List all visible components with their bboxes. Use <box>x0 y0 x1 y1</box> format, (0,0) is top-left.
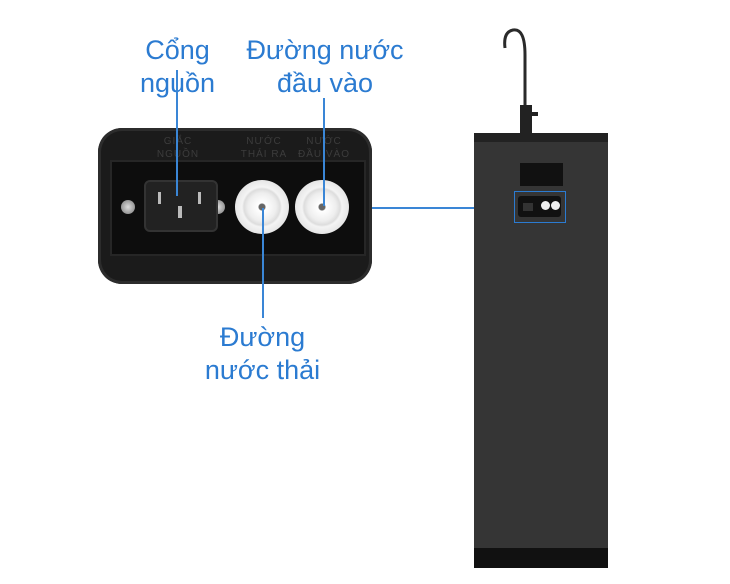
screw-icon <box>121 200 135 214</box>
label-line: Cổng <box>145 35 210 65</box>
highlight-box <box>514 191 566 223</box>
spec-label <box>520 163 563 186</box>
pointer-line-cabinet <box>372 207 513 209</box>
faucet-icon <box>503 28 538 133</box>
pointer-line-waste <box>262 208 264 318</box>
label-waste-water: Đường nước thải <box>190 321 335 387</box>
water-purifier-cabinet <box>474 133 608 568</box>
label-line: Đường nước <box>246 35 404 65</box>
power-socket <box>144 180 218 232</box>
label-water-inlet: Đường nước đầu vào <box>235 34 415 100</box>
water-inlet-fitting <box>295 180 349 234</box>
label-line: nước thải <box>204 355 321 385</box>
label-line: Đường <box>219 322 306 352</box>
pointer-line-inlet <box>323 98 325 206</box>
panel-text-power: GIẮCNGUỒN <box>148 135 208 161</box>
pointer-line-power <box>176 70 178 196</box>
label-line: đầu vào <box>276 68 374 98</box>
